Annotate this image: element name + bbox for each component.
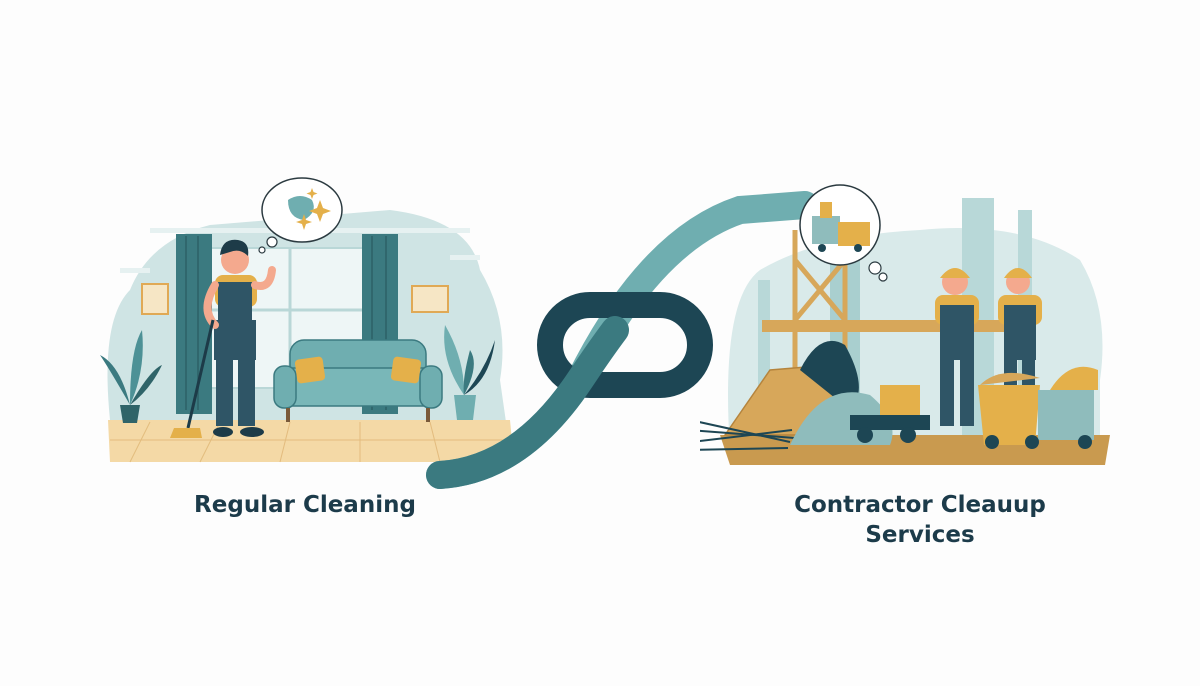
- curtain-left: [176, 234, 212, 414]
- floor: [108, 420, 514, 462]
- wall-picture-left: [141, 283, 169, 315]
- thought-bubble-bins: [799, 184, 888, 282]
- cleaning-worker: [170, 239, 276, 438]
- contractor-cleanup-illustration: [700, 180, 1120, 470]
- sofa: [273, 339, 443, 422]
- caption-line-1: Contractor Cleauup: [794, 492, 1046, 518]
- regular-cleaning-illustration: [90, 170, 530, 470]
- debris-bins: [978, 366, 1098, 449]
- caption-regular-cleaning: Regular Cleaning: [194, 492, 416, 518]
- caption-contractor-cleanup: Contractor Cleauup Services: [760, 490, 1080, 550]
- contractor-worker-1: [935, 268, 979, 426]
- wall-picture-right: [411, 285, 449, 313]
- thought-bubble-clean: [258, 177, 343, 254]
- link-icon: [537, 292, 713, 398]
- link-connector: [410, 180, 830, 500]
- caption-line-2: Services: [865, 522, 975, 548]
- pressure-washer: [850, 385, 930, 443]
